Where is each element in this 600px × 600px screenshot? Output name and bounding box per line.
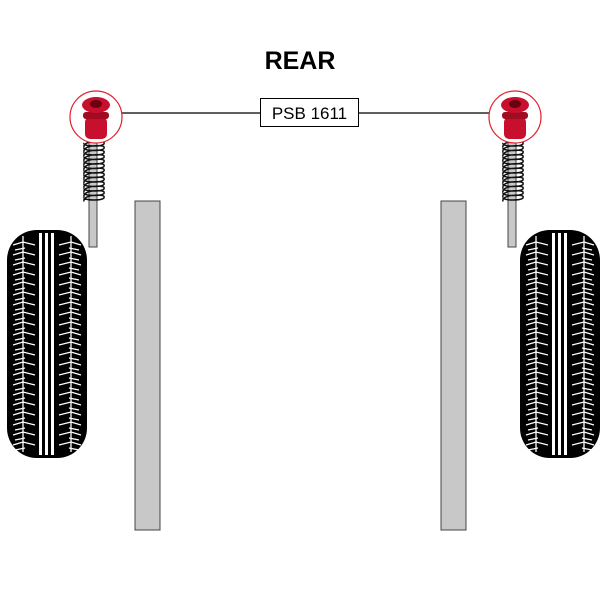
- tread-pattern: [12, 241, 82, 451]
- bush-body: [504, 117, 526, 139]
- coil-spring: [83, 140, 105, 202]
- tread-groove: [39, 233, 42, 455]
- axle-bar-left: [134, 200, 161, 531]
- tread-groove: [552, 233, 555, 455]
- bush-hole: [90, 100, 102, 108]
- bush-collar: [502, 112, 528, 119]
- page-title: REAR: [264, 47, 336, 75]
- left-assembly: [7, 90, 123, 458]
- tyre: [7, 230, 87, 458]
- axle-bar-right: [440, 200, 467, 531]
- tread-pattern: [525, 241, 595, 451]
- tread-groove: [51, 233, 54, 455]
- bush-body: [85, 117, 107, 139]
- part-number-label: PSB 1611: [260, 98, 359, 127]
- tread-groove: [558, 233, 561, 455]
- tread-groove: [564, 233, 567, 455]
- right-assembly: [488, 90, 600, 458]
- bush-hole: [509, 100, 521, 108]
- bush-collar: [83, 112, 109, 119]
- tyre: [520, 230, 600, 458]
- tread-groove: [45, 233, 48, 455]
- coil-spring: [502, 140, 524, 202]
